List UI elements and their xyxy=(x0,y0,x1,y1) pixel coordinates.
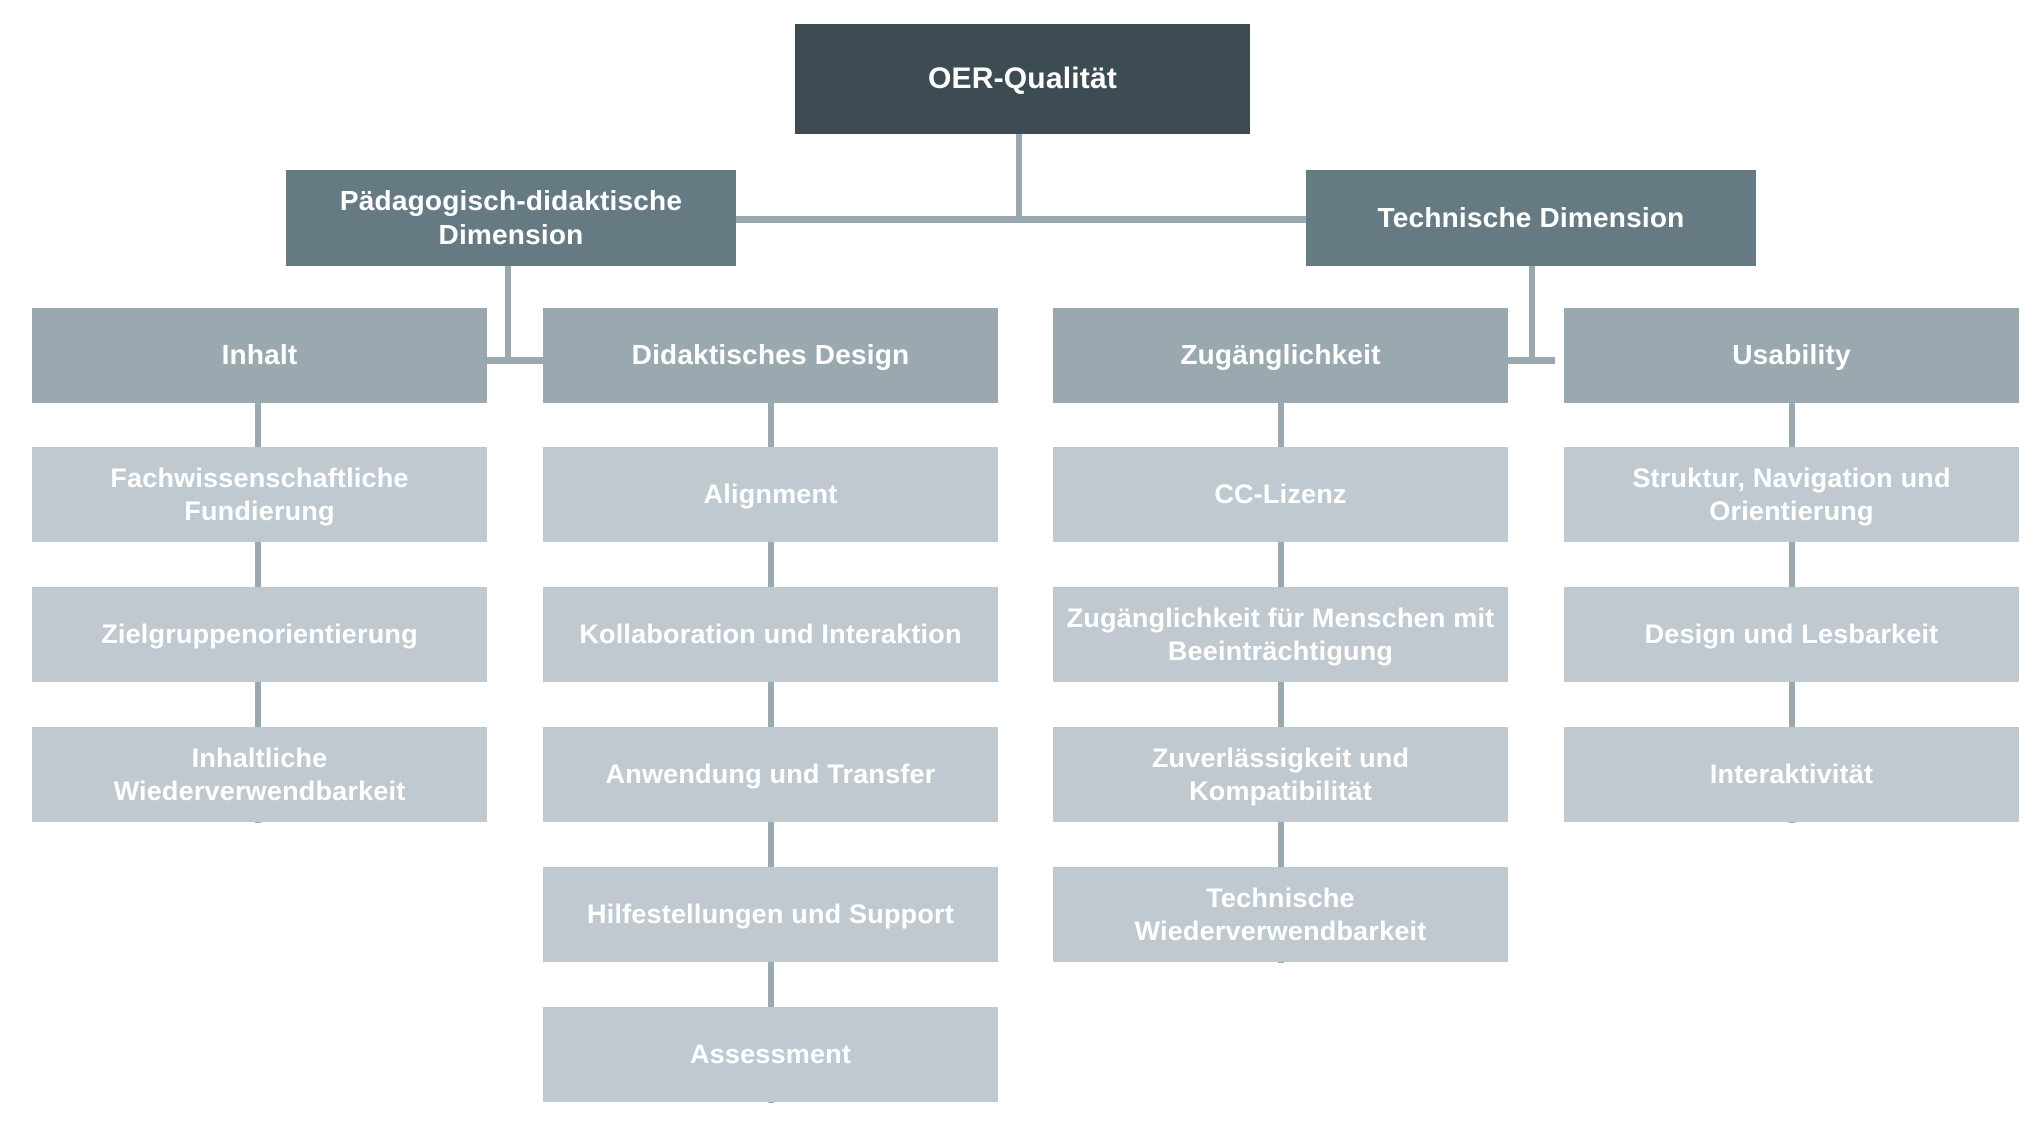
node-dimension-paedagogisch-didaktische[interactable]: Pädagogisch-didaktische Dimension xyxy=(286,170,736,266)
connector-root-stem xyxy=(1016,134,1022,222)
leaf-inhaltliche-wiederverwendbarkeit[interactable]: Inhaltliche Wiederverwendbarkeit xyxy=(32,727,487,822)
leaf-alignment[interactable]: Alignment xyxy=(543,447,998,542)
node-category-didaktisches-design[interactable]: Didaktisches Design xyxy=(543,308,998,403)
leaf-design-und-lesbarkeit[interactable]: Design und Lesbarkeit xyxy=(1564,587,2019,682)
leaf-zielgruppenorientierung[interactable]: Zielgruppenorientierung xyxy=(32,587,487,682)
leaf-cc-lizenz[interactable]: CC-Lizenz xyxy=(1053,447,1508,542)
connector-dim-pedagogical-bar xyxy=(487,357,544,364)
node-category-zugaenglichkeit[interactable]: Zugänglichkeit xyxy=(1053,308,1508,403)
leaf-hilfestellungen-und-support[interactable]: Hilfestellungen und Support xyxy=(543,867,998,962)
connector-column-zugaenglichkeit xyxy=(1278,403,1284,963)
connector-dim-technical-bar xyxy=(1495,357,1555,364)
node-root-oer-qualitaet[interactable]: OER-Qualität xyxy=(795,24,1250,134)
leaf-assessment[interactable]: Assessment xyxy=(543,1007,998,1102)
connector-dim-technical-stem xyxy=(1529,266,1535,361)
connector-dim-pedagogical-stem xyxy=(505,266,511,361)
leaf-kollaboration-und-interaktion[interactable]: Kollaboration und Interaktion xyxy=(543,587,998,682)
leaf-interaktivitaet[interactable]: Interaktivität xyxy=(1564,727,2019,822)
leaf-technische-wiederverwendbarkeit[interactable]: Technische Wiederverwendbarkeit xyxy=(1053,867,1508,962)
leaf-zuverlaessigkeit-und-kompatibilitaet[interactable]: Zuverlässigkeit und Kompatibilität xyxy=(1053,727,1508,822)
leaf-struktur-navigation-und-orientierung[interactable]: Struktur, Navigation und Orientierung xyxy=(1564,447,2019,542)
node-category-inhalt[interactable]: Inhalt xyxy=(32,308,487,403)
node-category-usability[interactable]: Usability xyxy=(1564,308,2019,403)
leaf-zugaenglichkeit-fuer-menschen-mit-beeintraechtigung[interactable]: Zugänglichkeit für Menschen mit Beeinträ… xyxy=(1053,587,1508,682)
leaf-anwendung-und-transfer[interactable]: Anwendung und Transfer xyxy=(543,727,998,822)
connector-root-bar xyxy=(735,216,1307,223)
node-dimension-technische[interactable]: Technische Dimension xyxy=(1306,170,1756,266)
leaf-fachwissenschaftliche-fundierung[interactable]: Fachwissenschaftliche Fundierung xyxy=(32,447,487,542)
